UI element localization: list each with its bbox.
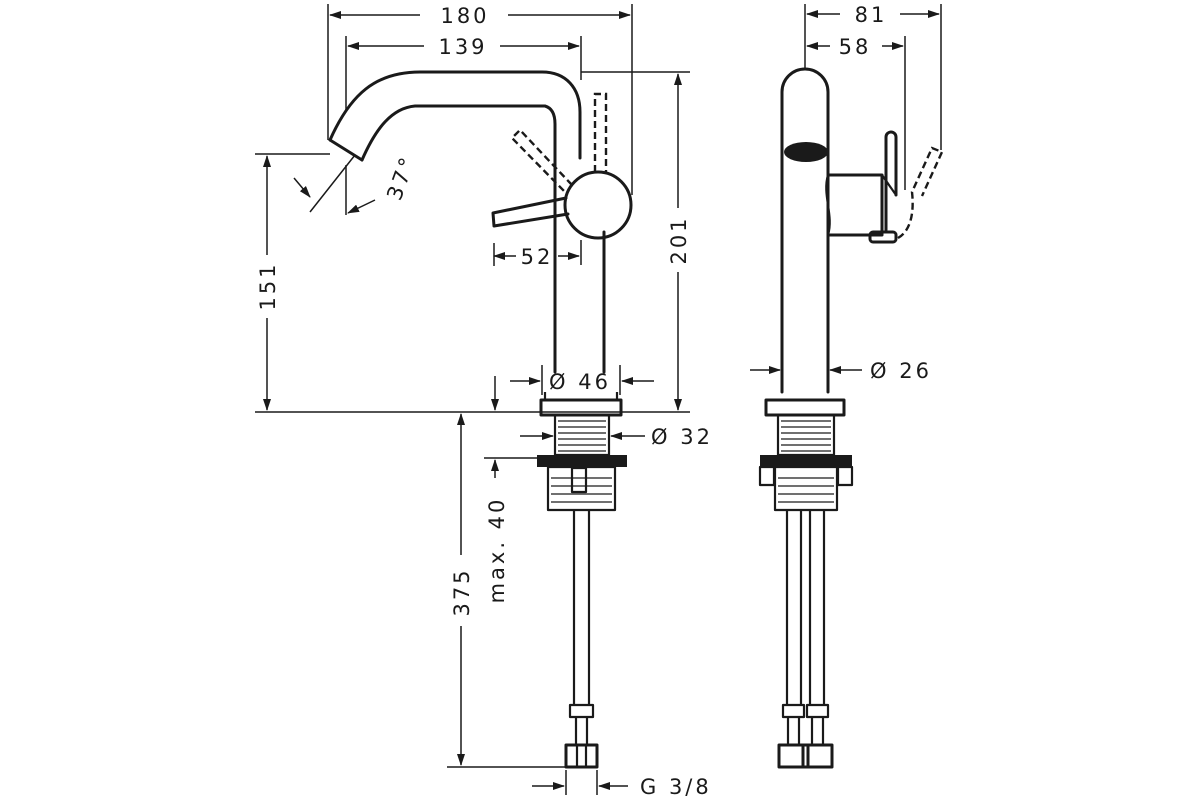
spout-inner-outline bbox=[360, 104, 557, 162]
dim-hose-length: 375 bbox=[450, 567, 474, 616]
side-nut-threads bbox=[778, 477, 834, 503]
side-lever-base bbox=[868, 230, 898, 244]
lever-hub bbox=[563, 170, 633, 240]
side-shank-threads bbox=[781, 420, 831, 452]
dim-base-diameter: Ø 46 bbox=[549, 370, 611, 394]
dim-spout-angle: 37° bbox=[382, 152, 420, 204]
fixing-screw bbox=[570, 466, 588, 494]
shank-threads bbox=[558, 420, 606, 452]
side-lever-alt-position bbox=[897, 146, 944, 240]
dim-body-diameter: Ø 26 bbox=[870, 359, 932, 383]
spout-outline bbox=[328, 70, 582, 160]
dim-connection-thread: G 3/8 bbox=[640, 775, 712, 799]
side-hose-crimp-left bbox=[781, 703, 806, 719]
side-lever bbox=[884, 130, 898, 232]
dim-shank-diameter: Ø 32 bbox=[651, 425, 713, 449]
side-connector-left bbox=[777, 743, 810, 769]
lever-handle bbox=[491, 196, 570, 228]
side-housing-break bbox=[825, 174, 831, 236]
side-hose-crimp-right bbox=[805, 703, 830, 719]
dim-total-height: 201 bbox=[667, 215, 691, 264]
side-clamp-left bbox=[758, 465, 776, 487]
dim-max-countertop: max. 40 bbox=[485, 497, 509, 604]
nut-threads bbox=[551, 477, 612, 503]
side-lever-joint bbox=[881, 174, 897, 196]
lever-alt-position-angled bbox=[510, 128, 573, 194]
side-clamp-right bbox=[836, 465, 854, 487]
side-mounting-plate bbox=[760, 455, 852, 467]
dim-lever-offset: 52 bbox=[521, 245, 554, 269]
dim-side-depth-total: 81 bbox=[855, 3, 888, 27]
side-body-outline bbox=[780, 67, 830, 394]
spout-outlet bbox=[328, 138, 364, 162]
side-handle-housing bbox=[826, 173, 884, 237]
mounting-plate bbox=[537, 455, 627, 467]
mounting-nut bbox=[546, 465, 617, 512]
side-mounting-nut bbox=[773, 465, 839, 512]
dim-spout-reach-total: 180 bbox=[440, 4, 489, 28]
front-view: 180 139 37° 52 201 151 Ø 46 Ø 32 bbox=[255, 4, 713, 799]
side-view: 81 58 Ø 26 bbox=[750, 3, 944, 769]
dim-spout-reach: 139 bbox=[438, 35, 487, 59]
dim-side-depth: 58 bbox=[839, 35, 872, 59]
side-base-flange bbox=[764, 398, 846, 417]
side-connector-right bbox=[801, 743, 834, 769]
dim-spout-height: 151 bbox=[256, 261, 280, 310]
lever-alt-position-up bbox=[593, 92, 608, 172]
hose-crimp bbox=[568, 703, 595, 719]
hose-connector-nut bbox=[564, 743, 599, 769]
aerator bbox=[784, 142, 828, 162]
